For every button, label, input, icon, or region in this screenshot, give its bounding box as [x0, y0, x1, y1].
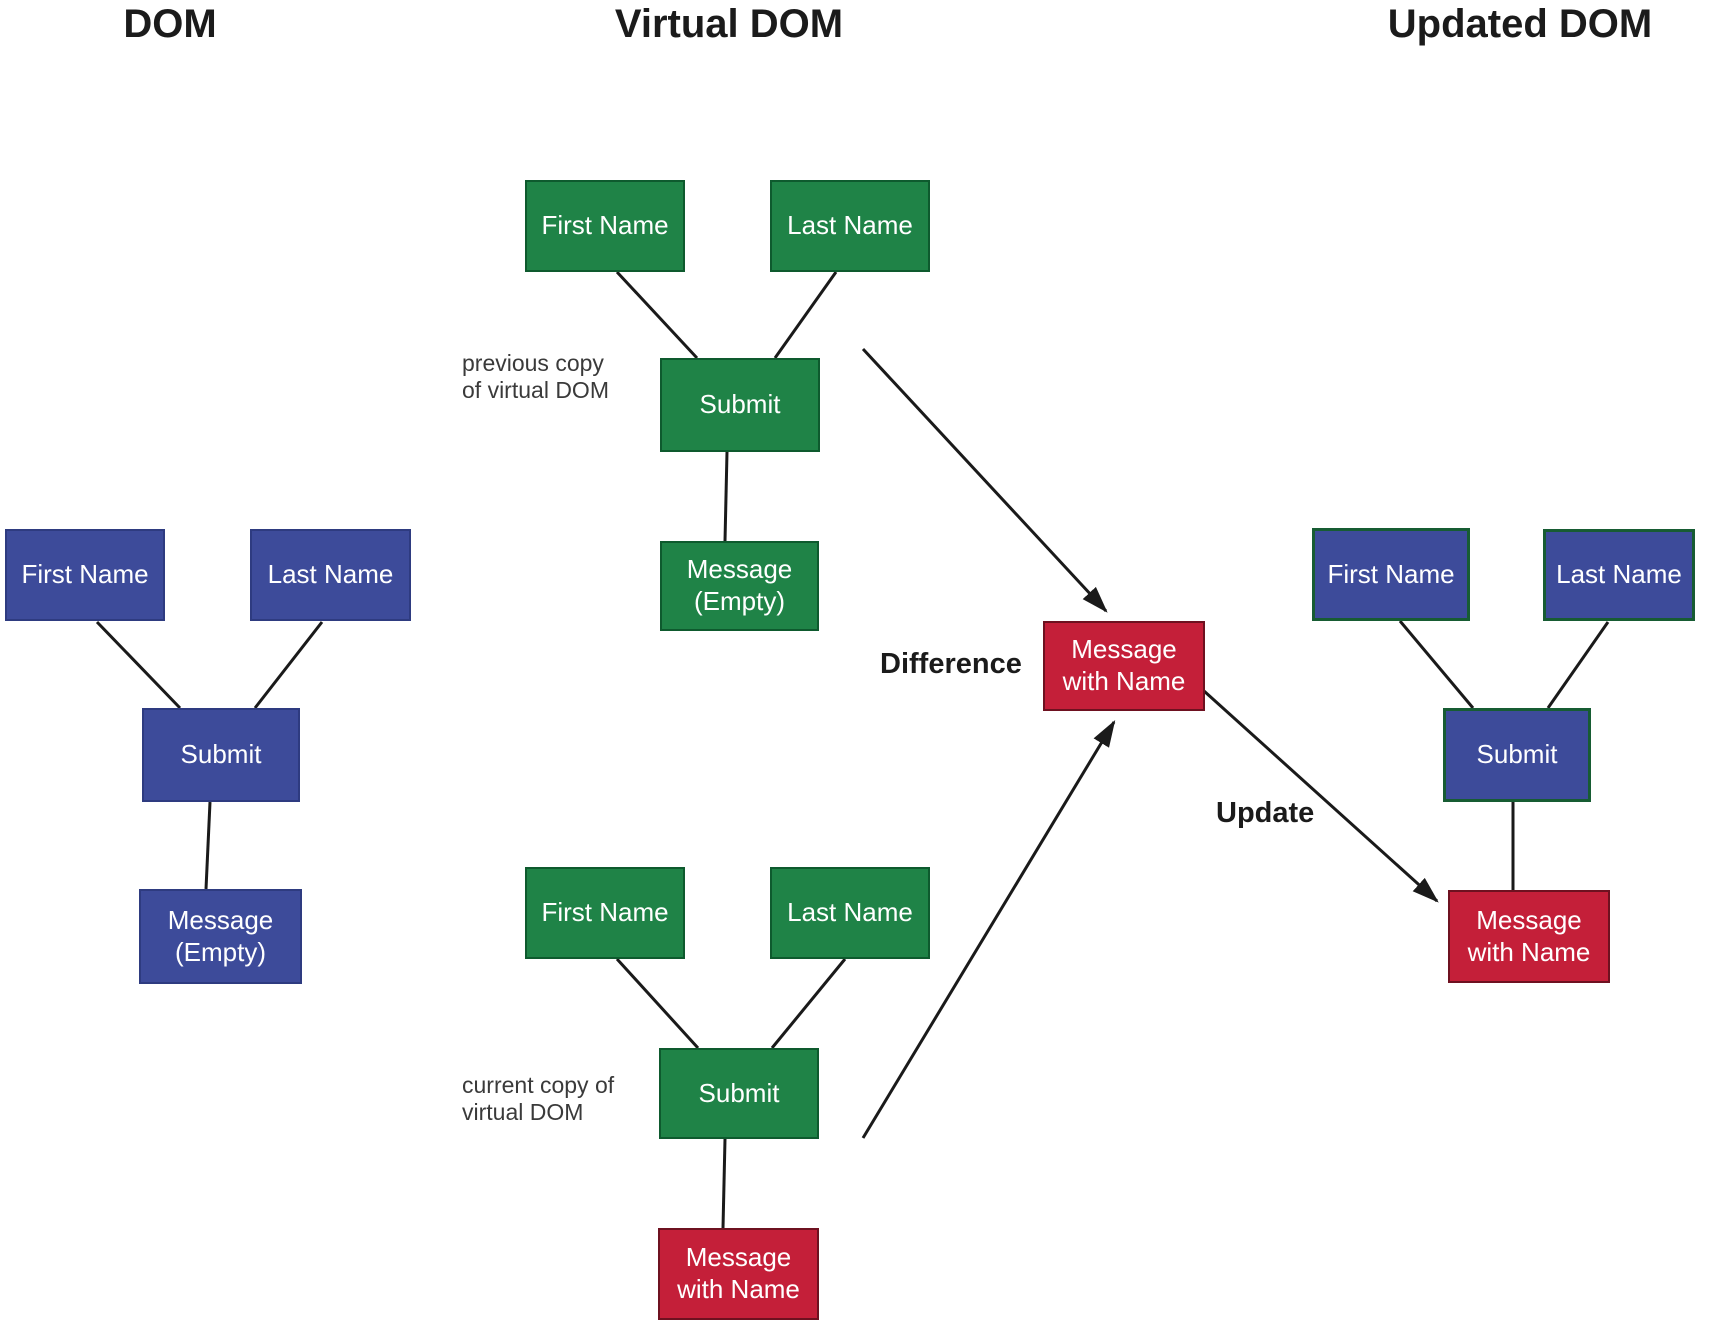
previous-vdom-connectors	[615, 270, 838, 542]
prev-vdom-message-empty-node: Message (Empty)	[660, 541, 819, 631]
prev-vdom-last-name-node: Last Name	[770, 180, 930, 272]
cur-vdom-first-name-node: First Name	[525, 867, 685, 959]
dom-tree-connectors	[95, 620, 324, 890]
column-title-updated-dom: Updated DOM	[1387, 2, 1653, 46]
dom-lastname-submit-line	[253, 621, 324, 709]
upd-lastname-submit-line	[1546, 621, 1610, 709]
previous-to-difference-arrow	[861, 347, 1108, 613]
cur-firstname-submit-line	[615, 957, 700, 1050]
difference-to-updated-arrow	[1202, 689, 1439, 903]
dom-message-empty-node: Message (Empty)	[139, 889, 302, 984]
prev-lastname-submit-line	[773, 271, 838, 359]
dom-first-name-node: First Name	[5, 529, 165, 621]
current-vdom-connectors	[615, 957, 847, 1229]
updated-dom-connectors	[1398, 620, 1610, 890]
previous-vdom-annotation: previous copy of virtual DOM	[462, 350, 609, 404]
updated-dom-message-with-name-node: Message with Name	[1448, 890, 1610, 983]
dom-submit-node: Submit	[142, 708, 300, 802]
dom-firstname-submit-line	[95, 620, 182, 710]
cur-vdom-submit-node: Submit	[659, 1048, 819, 1139]
dom-submit-message-line	[204, 801, 212, 890]
cur-vdom-last-name-node: Last Name	[770, 867, 930, 959]
current-vdom-annotation: current copy of virtual DOM	[462, 1072, 615, 1126]
column-title-virtual-dom: Virtual DOM	[614, 2, 844, 46]
upd-firstname-submit-line	[1398, 620, 1475, 709]
cur-lastname-submit-line	[770, 958, 847, 1049]
prev-firstname-submit-line	[615, 270, 699, 360]
current-to-difference-arrow	[861, 719, 1116, 1139]
prev-vdom-first-name-node: First Name	[525, 180, 685, 272]
prev-vdom-submit-node: Submit	[660, 358, 820, 452]
difference-label: Difference	[880, 648, 1022, 680]
dom-last-name-node: Last Name	[250, 529, 411, 621]
updated-dom-submit-node: Submit	[1443, 708, 1591, 802]
cur-vdom-message-with-name-node: Message with Name	[658, 1228, 819, 1320]
cur-submit-message-line	[721, 1138, 727, 1229]
update-label: Update	[1216, 797, 1315, 829]
column-title-dom: DOM	[123, 2, 217, 46]
updated-dom-last-name-node: Last Name	[1543, 529, 1695, 621]
prev-submit-message-line	[723, 451, 729, 542]
updated-dom-first-name-node: First Name	[1312, 528, 1470, 621]
difference-message-with-name-node: Message with Name	[1043, 621, 1205, 711]
